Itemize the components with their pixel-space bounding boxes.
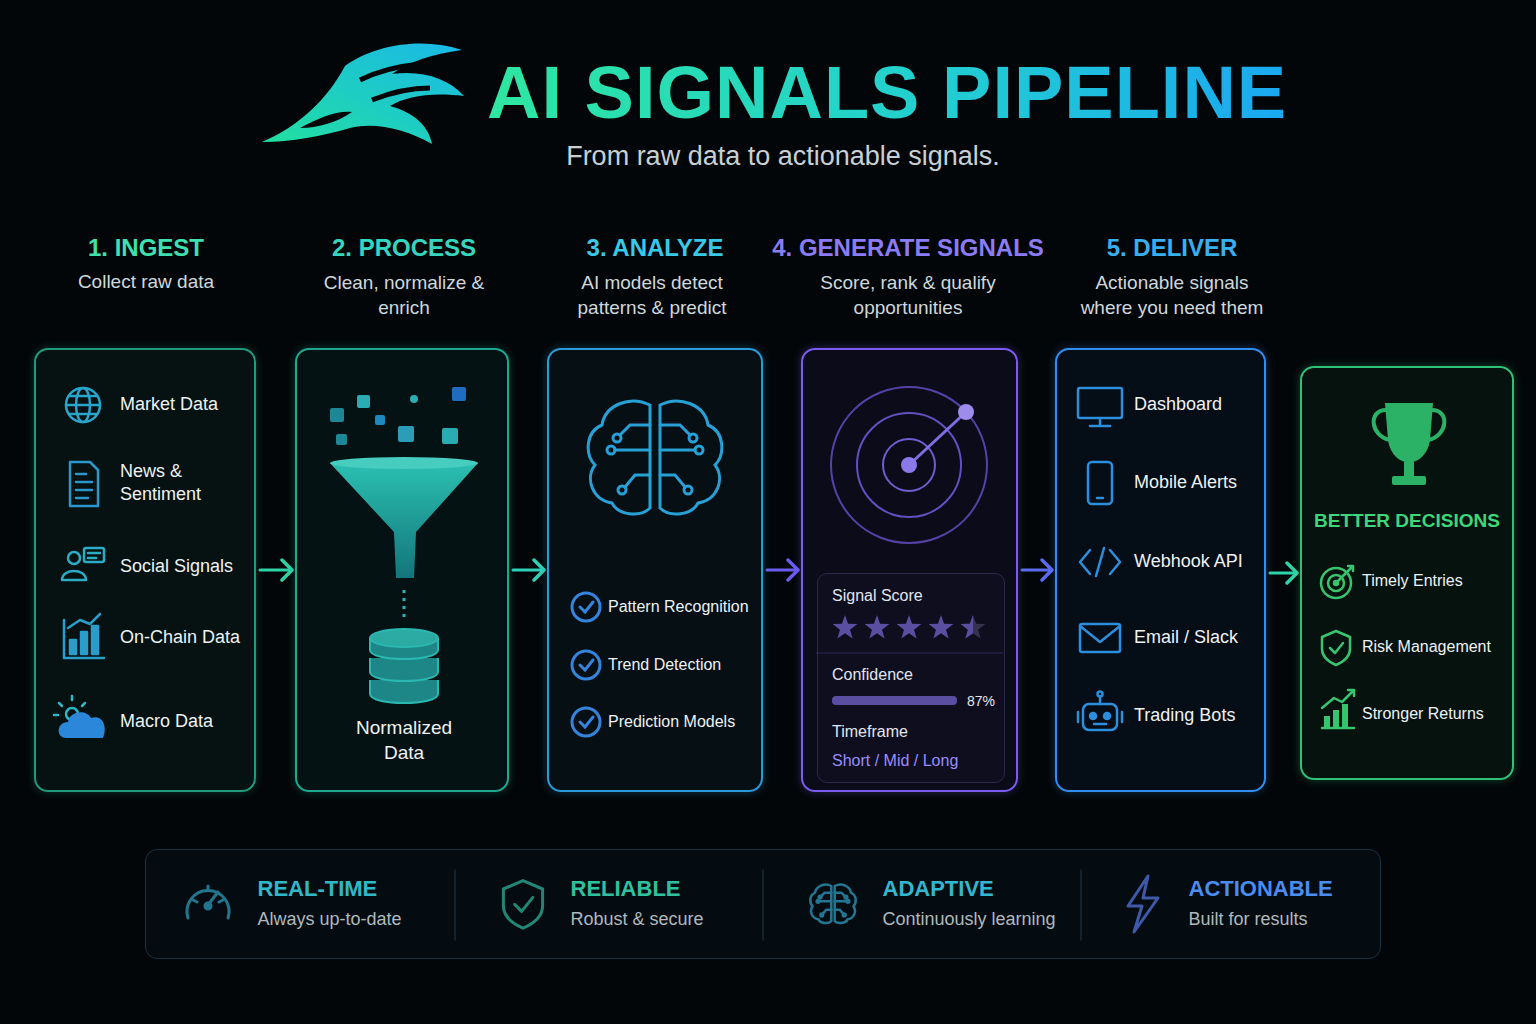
list-item: Prediction Models (608, 712, 735, 733)
feature-description: Robust & secure (571, 908, 704, 931)
list-item: Timely Entries (1362, 571, 1463, 592)
subtitle: From raw data to actionable signals. (566, 141, 1000, 172)
step-description: Collect raw data (26, 270, 266, 295)
signal-field: Confidence (832, 665, 913, 686)
feature-description: Continuously learning (883, 908, 1056, 931)
signal-field: 87% (967, 692, 995, 710)
step-heading: 5. DELIVER (1022, 232, 1322, 263)
list-item: Trading Bots (1134, 704, 1235, 727)
list-item: Mobile Alerts (1134, 471, 1237, 494)
feature-description: Built for results (1189, 908, 1308, 931)
outcome-box: BETTER DECISIONS Timely EntriesRisk Manag… (1300, 366, 1514, 780)
page-title: AI SIGNALS PIPELINE (487, 50, 1287, 135)
list-item: Social Signals (120, 555, 233, 578)
flow-arrow (513, 569, 543, 572)
flow-arrow (1022, 569, 1051, 572)
signal-field: Short / Mid / Long (832, 751, 958, 772)
feature-title: ACTIONABLE (1189, 874, 1333, 903)
flow-arrow (1270, 572, 1296, 575)
feature-band: REAL-TIME Always up-to-date RELIABLE Robust… (145, 849, 1381, 959)
list-item: On-Chain Data (120, 626, 240, 649)
feature-title: REAL-TIME (258, 874, 378, 903)
ingest-box: 1. INGESTCollect raw dataMarket DataNews… (34, 348, 256, 792)
step-description: Clean, normalize & enrich (304, 271, 504, 320)
flow-arrow (260, 569, 291, 572)
step-description: Actionable signals where you need them (1072, 271, 1272, 320)
feature-description: Always up-to-date (258, 908, 402, 931)
feature-title: ADAPTIVE (883, 874, 994, 903)
list-item: Stronger Returns (1362, 704, 1484, 725)
deliver-box: 5. DELIVERActionable signals where you n… (1055, 348, 1266, 792)
signal-field: Timeframe (832, 722, 908, 743)
step-heading: 1. INGEST (0, 232, 296, 263)
list-item: Market Data (120, 393, 218, 416)
list-item: News & Sentiment (120, 460, 240, 507)
signal-card: Signal ScoreConfidence 87% TimeframeShort … (817, 573, 1006, 783)
list-item: Risk Management (1362, 637, 1491, 658)
step-description: Score, rank & qualify opportunities (808, 271, 1008, 320)
step-description: AI models detect patterns & predict (552, 271, 752, 320)
outcome-heading: BETTER DECISIONS (1314, 509, 1500, 534)
step-heading: 2. PROCESS (254, 232, 554, 263)
list-item: Webhook API (1134, 550, 1243, 573)
logo (262, 43, 464, 144)
flow-arrow (767, 569, 797, 572)
list-item: Dashboard (1134, 393, 1222, 416)
feature-title: RELIABLE (571, 874, 681, 903)
step-heading: 3. ANALYZE (505, 232, 805, 263)
signal-field: Signal Score (832, 586, 923, 607)
step-heading: 4. GENERATE SIGNALS (758, 232, 1058, 263)
list-item: Pattern Recognition (608, 597, 749, 618)
list-item: Email / Slack (1134, 626, 1238, 649)
list-item: Normalized Data (344, 716, 464, 765)
signals-box: 4. GENERATE SIGNALSScore, rank & qualify… (801, 348, 1018, 792)
list-item: Macro Data (120, 710, 213, 733)
analyze-box: 3. ANALYZEAI models detect patterns & pr… (547, 348, 763, 792)
list-item: Trend Detection (608, 655, 721, 676)
process-box: 2. PROCESSClean, normalize & enrichNorma… (295, 348, 509, 792)
